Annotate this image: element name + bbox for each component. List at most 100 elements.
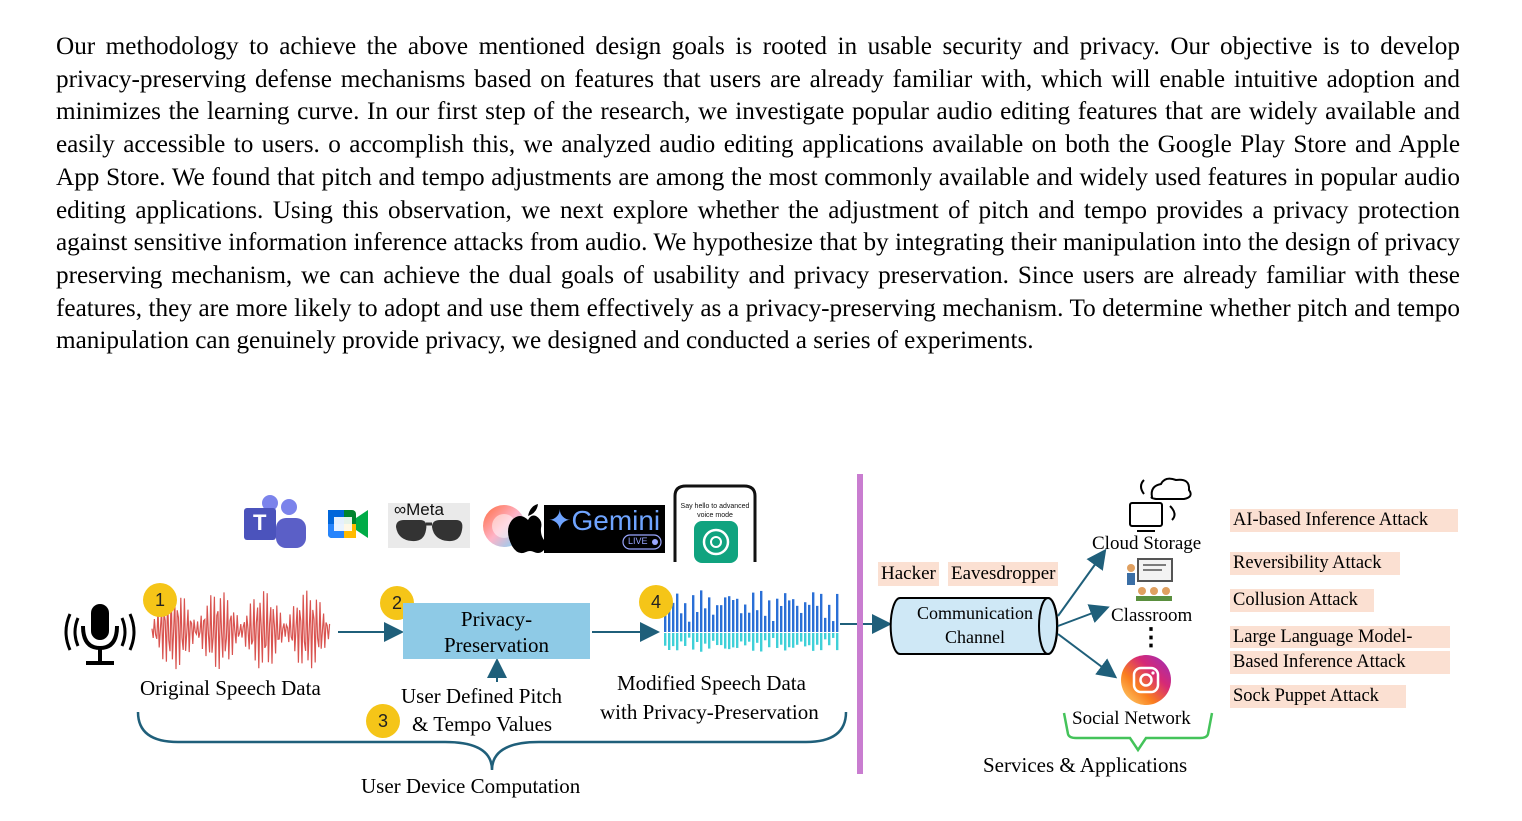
modified-waveform-reflection-35 [804,633,807,647]
modified-waveform-bar-11 [708,597,711,632]
modified-waveform-bar-30 [784,593,787,632]
teams-icon [244,495,306,548]
hacker-tag: Hacker [878,562,939,586]
attack-tag-sockpuppet: Sock Puppet Attack [1230,685,1406,708]
gemini-live-text: LIVE [628,536,648,546]
instagram-icon [1121,655,1171,705]
modified-waveform-bar-42 [832,621,835,632]
modified-waveform-bar-21 [748,612,751,632]
modified-waveform-bar-32 [792,599,795,632]
modified-waveform-bar-1 [668,594,671,632]
modified-waveform-bar-2 [672,602,675,632]
meta-glasses-icon [388,503,470,548]
modified-waveform-bar-29 [780,605,783,632]
modified-waveform-bar-18 [736,598,739,632]
modified-waveform-reflection-10 [704,633,707,644]
modified-waveform-reflection-25 [764,633,767,641]
meta-logo-text: ∞Meta [394,500,444,519]
modified-waveform-bar-36 [808,604,811,632]
attack-tag-reversibility: Reversibility Attack [1230,552,1400,575]
modified-waveform-reflection-21 [748,633,751,642]
modified-waveform-reflection-13 [716,633,719,646]
teams-letter: T [253,510,267,535]
modified-waveform-reflection-7 [692,633,695,650]
modified-waveform-bar-26 [768,600,771,632]
microphone-icon [64,604,136,665]
modified-waveform-reflection-38 [816,633,819,645]
modified-waveform-reflection-31 [788,633,791,648]
classroom-icon [1127,558,1173,601]
gemini-logo [544,505,665,553]
modified-waveform-bar-0 [664,603,667,632]
modified-waveform-reflection-43 [836,633,839,651]
modified-waveform-bar-28 [776,598,779,632]
step-badge-4: 4 [639,585,673,619]
modified-waveform-reflection-24 [760,633,763,652]
services-label: Services & Applications [983,753,1188,777]
modified-waveform-reflection-34 [800,633,803,642]
user-defined-label-1: User Defined Pitch [401,684,562,708]
modified-waveform-reflection-0 [664,633,667,646]
attack-tag-collusion: Collusion Attack [1230,589,1374,612]
modified-waveform-reflection-17 [732,633,735,648]
modified-waveform-bar-3 [676,593,679,632]
modified-waveform-reflection-28 [776,633,779,648]
privacy-preservation-box: Privacy-Preservation [403,603,590,659]
gemini-logo-text: ✦Gemini [548,505,661,536]
modified-waveform-bar-13 [716,605,719,632]
eavesdropper-tag: Eavesdropper [948,562,1059,586]
modified-waveform-bar-17 [732,600,735,632]
modified-waveform-reflection-8 [696,633,699,643]
original-waveform [151,590,331,670]
modified-waveform-bar-20 [744,604,747,632]
modified-waveform-reflection-9 [700,633,703,652]
modified-waveform-bar-33 [796,605,799,632]
modified-waveform-bar-39 [820,593,823,632]
modified-waveform-bar-8 [696,611,699,632]
modified-waveform-bar-34 [800,612,803,632]
modified-waveform-bar-43 [836,593,839,632]
user-defined-label-2: & Tempo Values [412,712,553,736]
cloud-storage-icon [1129,477,1192,532]
modified-waveform-reflection-14 [720,633,723,646]
modified-waveform-reflection-26 [768,633,771,648]
modified-waveform-bar-12 [712,614,715,632]
modified-waveform-bar-4 [680,613,683,632]
modified-waveform-reflection-20 [744,633,747,646]
modified-waveform-reflection-1 [668,633,671,651]
classroom-label: Classroom [1111,605,1193,626]
modified-waveform-reflection-15 [724,633,727,649]
channel-label-2: Channel [945,627,1005,647]
modified-waveform-bar-9 [700,590,703,632]
modified-waveform-reflection-3 [676,633,679,651]
modified-waveform-reflection-2 [672,633,675,647]
modified-waveform-reflection-29 [780,633,783,645]
modified-waveform-reflection-39 [820,633,823,651]
modified-waveform-bar-27 [772,620,775,632]
chatgpt-phone-icon [673,484,757,563]
modified-waveform-bar-31 [788,600,791,632]
arrow-to-cloud [1057,548,1107,617]
modified-waveform-bar-15 [724,597,727,632]
modified-waveform-bar-5 [684,603,687,632]
attack-tag-llm-1: Large Language Model- [1230,626,1450,648]
step-badge-1: 1 [143,583,177,617]
modified-waveform-bar-6 [688,621,691,632]
apple-icon [508,504,548,554]
body-paragraph: Our methodology to achieve the above men… [56,33,1460,355]
modified-waveform-bar-22 [752,592,755,632]
modified-waveform-reflection-19 [740,633,743,642]
services-brace [1062,712,1214,753]
modified-waveform-reflection-30 [784,633,787,651]
original-waveform-line [151,590,331,670]
arrow-to-classroom [1057,604,1110,627]
modified-waveform-bar-10 [704,608,707,632]
modified-waveform-reflection-32 [792,633,795,648]
modified-waveform-reflection-36 [808,633,811,646]
modified-waveform [664,590,839,652]
modified-waveform-reflection-23 [756,633,759,643]
communication-channel-shape [889,597,1059,655]
modified-speech-label-1: Modified Speech Data [617,671,806,695]
attack-tag-ai: AI-based Inference Attack [1230,509,1458,532]
